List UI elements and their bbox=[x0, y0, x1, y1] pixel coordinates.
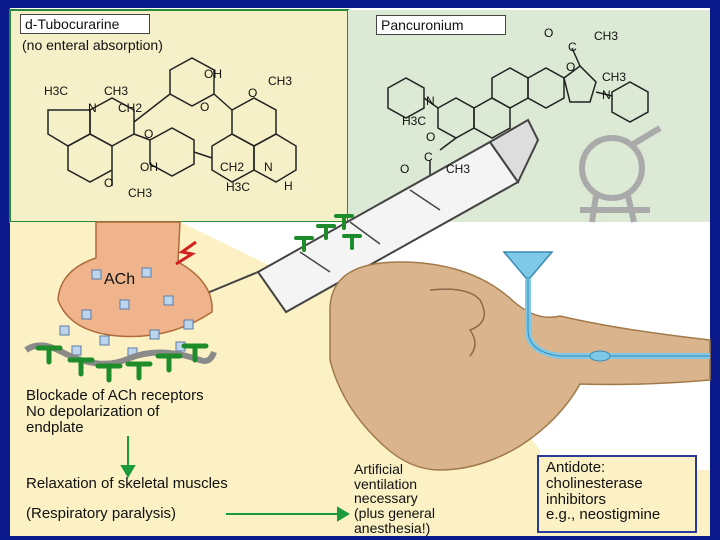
chem-label: CH3 bbox=[602, 70, 627, 84]
chem-label: OH bbox=[140, 160, 158, 174]
tubocurarine-title: d-Tubocurarine bbox=[20, 14, 150, 34]
ach-vesicles bbox=[59, 267, 194, 358]
chem-label: H3C bbox=[44, 84, 69, 98]
respiratory-paralysis-text: (Respiratory paralysis) bbox=[26, 505, 177, 522]
chem-label: O bbox=[566, 60, 576, 74]
chem-label: H bbox=[284, 179, 293, 193]
ventilation-text: Artificial ventilation necessary (plus g… bbox=[354, 461, 435, 536]
chem-label: CH3 bbox=[128, 186, 153, 200]
patient-face-outline bbox=[429, 288, 485, 357]
syringe bbox=[199, 118, 540, 314]
antidote-text: Antidote: cholinesterase inhibitors e.g.… bbox=[546, 459, 661, 524]
chem-label: CH3 bbox=[594, 29, 619, 43]
tubocurarine-structure bbox=[47, 57, 297, 186]
ventilation-tube bbox=[502, 251, 710, 362]
chem-label: CH2 bbox=[118, 101, 143, 115]
patient-head bbox=[329, 261, 711, 471]
chem-label: O bbox=[400, 162, 410, 176]
chem-label: O bbox=[144, 127, 154, 141]
chem-label: H3C bbox=[402, 114, 427, 128]
chem-label: O bbox=[544, 26, 554, 40]
chem-label: O bbox=[200, 100, 210, 114]
chem-label: CH2 bbox=[220, 160, 245, 174]
flask-icon bbox=[579, 125, 662, 223]
pancuronium-structure bbox=[387, 47, 649, 178]
tubocurarine-subtitle: (no enteral absorption) bbox=[22, 37, 163, 53]
chem-label: N bbox=[426, 94, 435, 108]
chem-label: OH bbox=[204, 67, 222, 81]
nerve-terminal bbox=[57, 221, 213, 338]
relaxation-text: Relaxation of skeletal muscles bbox=[26, 475, 228, 492]
chem-label: CH3 bbox=[268, 74, 293, 88]
lightning-icon bbox=[175, 240, 197, 266]
chem-label: N bbox=[264, 160, 273, 174]
chem-label: O bbox=[104, 176, 114, 190]
chem-label: CH3 bbox=[446, 162, 471, 176]
pancuronium-title: Pancuronium bbox=[376, 15, 506, 35]
chem-label: CH3 bbox=[104, 84, 129, 98]
flow-arrows bbox=[120, 436, 350, 522]
chem-label: N bbox=[88, 101, 97, 115]
ach-label: ACh bbox=[104, 271, 136, 288]
chem-label: H3C bbox=[226, 180, 251, 194]
chem-label: C bbox=[424, 150, 433, 164]
chem-label: N bbox=[602, 88, 611, 102]
ach-receptors bbox=[35, 343, 209, 383]
chem-label: C bbox=[568, 40, 577, 54]
antidote-box bbox=[537, 455, 697, 533]
chem-label: O bbox=[426, 130, 436, 144]
lower-white-area bbox=[180, 222, 710, 470]
chem-label: O bbox=[248, 86, 258, 100]
drug-molecule-group bbox=[294, 214, 362, 252]
blockade-text: Blockade of ACh receptors No depolarizat… bbox=[26, 387, 204, 436]
